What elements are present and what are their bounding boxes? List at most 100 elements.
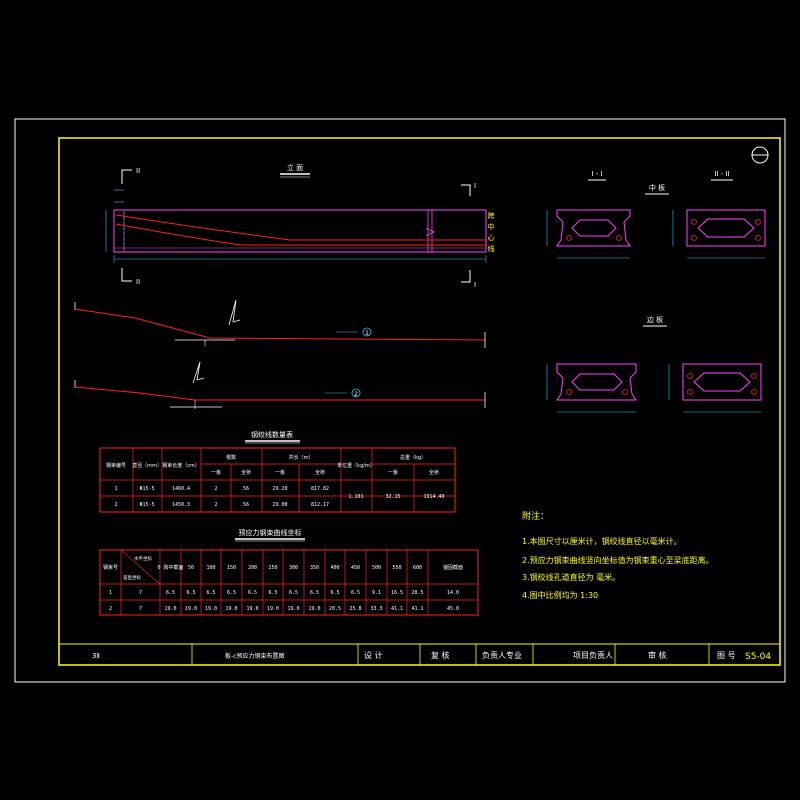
svg-text:II: II bbox=[136, 278, 140, 286]
coord-header-cell: 0 跨中截面 bbox=[157, 564, 183, 571]
tendon-1-number-circle bbox=[362, 327, 372, 337]
coord-cell: 6.5 bbox=[351, 590, 360, 596]
svg-text:总重（kg）: 总重（kg） bbox=[400, 454, 426, 461]
coord-header-cell: 150 bbox=[227, 565, 236, 571]
coord-header-cell: 600 bbox=[413, 565, 422, 571]
quantity-table: 钢绞线数量表 钢束编号 直径（mm） 钢束长度（cm） 根数 共长（m） 单位重… bbox=[99, 430, 456, 513]
coord-cell: 20.5 bbox=[329, 606, 341, 612]
note-item: 1.本图尺寸以厘米计，钢绞线直径以毫米计。 bbox=[522, 536, 682, 546]
coord-header-cell: 350 bbox=[310, 565, 319, 571]
coord-header-cell: 500 bbox=[372, 565, 381, 571]
section-mark-ii-top: II bbox=[121, 167, 140, 184]
note-item: 4.图中比例均为 1:30 bbox=[522, 590, 598, 600]
coord-cell: 19.0 bbox=[225, 606, 237, 612]
inner-frame bbox=[58, 137, 781, 666]
coord-cell: 1 bbox=[109, 590, 112, 596]
tendon-2-number-circle bbox=[351, 388, 361, 398]
svg-text:1: 1 bbox=[114, 486, 117, 492]
coord-cell: 19.0 bbox=[308, 606, 320, 612]
beam-outline bbox=[113, 209, 487, 253]
coord-cell: 19.0 bbox=[205, 606, 217, 612]
svg-text:1.101: 1.101 bbox=[348, 494, 363, 500]
svg-text:II: II bbox=[136, 167, 140, 175]
coord-header-cell: 钢束号 bbox=[103, 564, 118, 571]
coord-header-cell: 450 bbox=[351, 565, 360, 571]
drawing-title: 板-c预应力钢束布置图 bbox=[225, 652, 284, 660]
note-item: 2.预应力钢束曲线竖向坐标值为钢束重心至梁底距离。 bbox=[522, 555, 714, 565]
svg-text:一板: 一板 bbox=[211, 469, 221, 476]
coord-cell: 19.0 bbox=[164, 606, 176, 612]
svg-text:2: 2 bbox=[114, 502, 117, 508]
notes-title: 附注： bbox=[522, 510, 549, 522]
coord-cell: 14.0 bbox=[447, 590, 459, 596]
svg-text:812.17: 812.17 bbox=[311, 502, 329, 508]
north-symbol bbox=[751, 146, 769, 164]
coord-cell: 6.5 bbox=[330, 590, 339, 596]
svg-text:钢束长度（cm）: 钢束长度（cm） bbox=[162, 462, 200, 469]
coord-header-cell: 50 bbox=[188, 565, 194, 571]
svg-text:56: 56 bbox=[243, 486, 249, 492]
notes: 附注： 1.本图尺寸以厘米计，钢绞线直径以毫米计。 2.预应力钢束曲线竖向坐标值… bbox=[522, 510, 714, 600]
tendon-1-profile: 1 bbox=[74, 299, 486, 348]
svg-text:全桥: 全桥 bbox=[315, 469, 325, 476]
svg-text:共长（m）: 共长（m） bbox=[289, 454, 314, 461]
svg-text:根数: 根数 bbox=[226, 454, 236, 461]
section-mark-i-top: I bbox=[461, 182, 476, 196]
svg-text:II - II: II - II bbox=[714, 170, 729, 178]
coord-header-cell: 550 bbox=[392, 565, 401, 571]
svg-text:水平坐标: 水平坐标 bbox=[134, 555, 152, 562]
svg-text:Φ15-5: Φ15-5 bbox=[139, 486, 154, 492]
svg-text:项目负责人: 项目负责人 bbox=[573, 650, 613, 660]
section-headers: I - I 中 板 II - II 边 板 bbox=[588, 170, 733, 327]
side-section-ii bbox=[668, 363, 762, 413]
quantity-table-title: 钢绞线数量表 bbox=[251, 430, 293, 439]
middle-section-i bbox=[546, 209, 631, 259]
coord-cell: 6.5 bbox=[206, 590, 215, 596]
svg-text:直径（mm）: 直径（mm） bbox=[132, 462, 162, 469]
coord-header-cell: 100 bbox=[206, 565, 215, 571]
side-section-i bbox=[546, 363, 637, 413]
svg-text:I: I bbox=[474, 182, 476, 190]
svg-text:817.82: 817.82 bbox=[311, 486, 329, 492]
tendon-1-elevation bbox=[115, 214, 486, 241]
project-name: 3Ⅱ bbox=[92, 652, 100, 660]
coord-header-cell: 400 bbox=[330, 565, 339, 571]
coord-cell: 41.1 bbox=[411, 606, 423, 612]
coord-header-cell: 200 bbox=[248, 565, 257, 571]
midspan-label: 跨中心线 bbox=[487, 211, 495, 256]
coord-cell: 33.3 bbox=[370, 606, 382, 612]
coord-cell: 19.0 bbox=[267, 606, 279, 612]
coord-cell: 16.5 bbox=[391, 590, 403, 596]
svg-text:29.00: 29.00 bbox=[272, 502, 287, 508]
svg-text:图 号: 图 号 bbox=[717, 651, 736, 660]
svg-text:I: I bbox=[474, 281, 476, 289]
coord-cell: 6.5 bbox=[310, 590, 319, 596]
coord-header-cell: 300 bbox=[289, 565, 298, 571]
section-mark-i-bottom: I bbox=[461, 270, 476, 289]
svg-text:全桥: 全桥 bbox=[429, 469, 439, 476]
outer-frame bbox=[14, 118, 786, 683]
section-mark-ii-bottom: II bbox=[121, 268, 140, 286]
svg-text:负责人专业: 负责人专业 bbox=[482, 650, 522, 660]
svg-text:复 核: 复 核 bbox=[431, 650, 450, 660]
svg-text:I - I: I - I bbox=[591, 170, 602, 178]
coord-header-cell: 锚固截面 bbox=[443, 564, 463, 571]
svg-text:全桥: 全桥 bbox=[241, 469, 251, 476]
svg-text:2: 2 bbox=[214, 502, 217, 508]
svg-text:设 计: 设 计 bbox=[364, 650, 383, 660]
svg-text:一板: 一板 bbox=[388, 469, 398, 476]
coord-cell: 6.5 bbox=[227, 590, 236, 596]
title-block: 3Ⅱ 板-c预应力钢束布置图 设 计 复 核 负责人专业 项目负责人 审 核 图… bbox=[59, 643, 780, 665]
svg-text:审 核: 审 核 bbox=[648, 650, 667, 660]
svg-text:32.15: 32.15 bbox=[385, 494, 400, 500]
tendon-2-elevation bbox=[115, 223, 486, 246]
coord-cell: 6.5 bbox=[248, 590, 257, 596]
svg-text:2: 2 bbox=[354, 391, 358, 398]
quantity-row: 2 Φ15-5 1450.3 2 56 29.00 812.17 bbox=[114, 502, 329, 508]
coord-cell: 41.1 bbox=[391, 606, 403, 612]
svg-text:56: 56 bbox=[243, 502, 249, 508]
elevation-title: 立 面 bbox=[287, 163, 303, 172]
svg-text:29.20: 29.20 bbox=[272, 486, 287, 492]
coord-cell: 19.0 bbox=[185, 606, 197, 612]
